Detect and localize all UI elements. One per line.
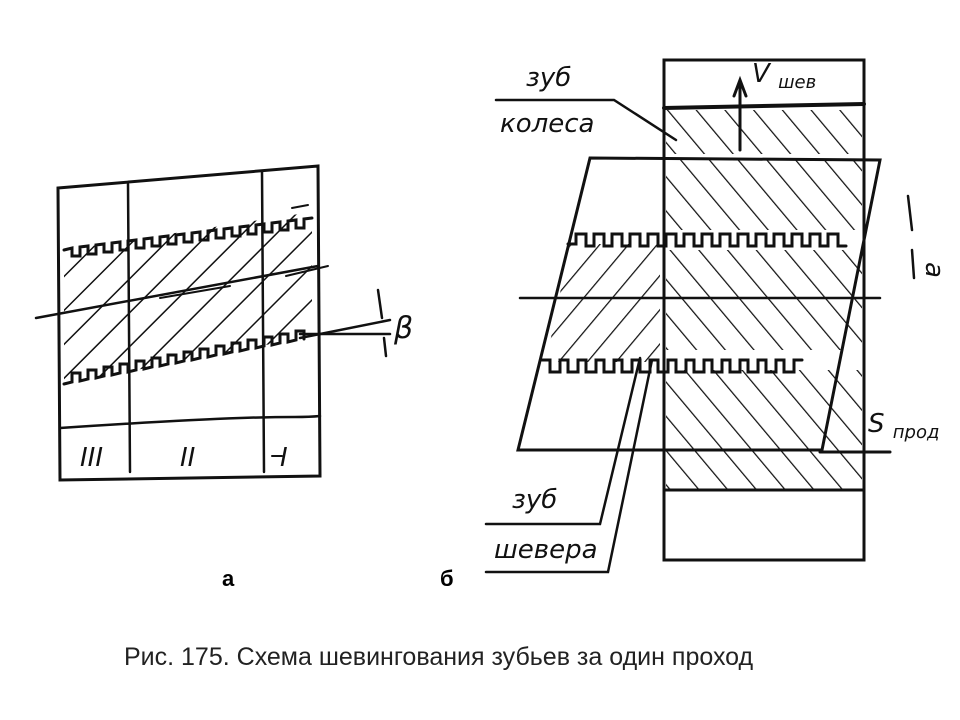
feed-subscript: прод [893, 422, 940, 443]
beta-label: β [393, 311, 413, 346]
leader-shaver-tooth [484, 356, 642, 526]
tooth-edge-lower-a [62, 329, 306, 386]
velocity-symbol: V [752, 59, 772, 89]
gear-tooth-strip [662, 58, 866, 562]
zone-label-ii: II [180, 443, 195, 473]
leader-gear-tooth [494, 98, 678, 142]
panel-a-sublabel: а [222, 566, 235, 591]
leader-shaver-tooth-2 [484, 358, 654, 574]
gear-hatch-3 [666, 250, 862, 350]
panel-b [484, 58, 916, 574]
velocity-label: V шев [752, 59, 816, 93]
velocity-subscript: шев [778, 72, 816, 93]
strip-separator [662, 102, 866, 110]
side-marker [906, 194, 914, 232]
gear-tooth-label-2: колеса [500, 109, 594, 139]
beta-arrow [376, 288, 384, 320]
side-letter-a: a [919, 262, 949, 278]
zone-label-i: I [280, 443, 288, 473]
axis-line-a [34, 264, 320, 320]
beta-arrow [382, 336, 388, 358]
velocity-arrowhead [732, 75, 748, 98]
feed-symbol: S [868, 409, 885, 439]
tooth-edge-upper-b [566, 232, 848, 248]
surface-mark [291, 204, 309, 209]
pitch-line-a [159, 285, 231, 299]
panel-a-frame [56, 164, 322, 482]
feed-label: S прод [868, 409, 939, 443]
gear-tooth-band-a [64, 212, 312, 384]
gear-hatch-1 [666, 110, 862, 154]
panel-b-sublabel: б [440, 566, 454, 591]
side-marker [910, 248, 916, 280]
zone-baseline [58, 414, 322, 430]
shaver-tooth-label-1: зуб [512, 485, 557, 515]
tooth-edge-upper-a [62, 216, 314, 258]
shaver-tooth-band [546, 244, 660, 362]
shaver-tooth-outline [516, 156, 882, 452]
shaver-tooth-label-2: шевера [494, 535, 598, 565]
beta-line [298, 318, 392, 340]
zone-label-iii: III [80, 443, 103, 473]
figure-caption: Рис. 175. Схема шевингования зубьев за о… [124, 643, 754, 671]
gear-hatch-2 [666, 160, 862, 230]
gear-tooth-label-1: зуб [526, 63, 571, 93]
panel-a [34, 164, 392, 482]
zone-tick [285, 265, 329, 277]
figure-drawing: III II I β зуб [34, 58, 949, 574]
tooth-edge-lower-b [540, 358, 804, 374]
gear-hatch-4 [666, 370, 862, 490]
